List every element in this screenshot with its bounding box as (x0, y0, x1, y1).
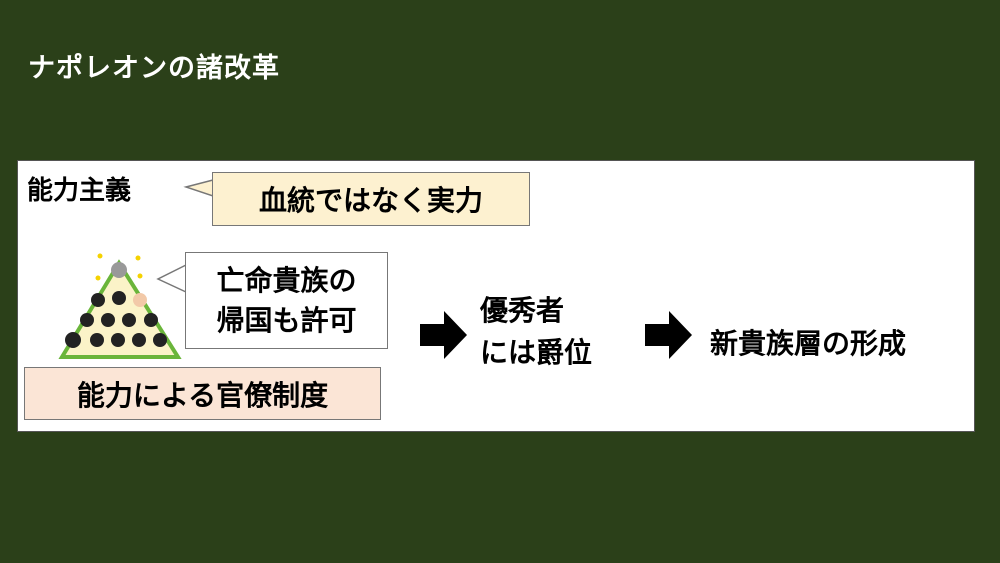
callout-pointer-2 (156, 263, 187, 294)
callout-bloodline: 血統ではなく実力 (212, 172, 530, 226)
merit-line2: には爵位 (480, 336, 593, 369)
merit-text: 優秀者 には爵位 (480, 290, 592, 374)
slide-title: ナポレオンの諸改革 (28, 53, 280, 84)
merit-line1: 優秀者 (480, 294, 565, 327)
result-text: 新貴族層の形成 (710, 327, 907, 360)
callout-emigres-line1: 亡命貴族の (216, 263, 357, 297)
arrow-right-icon (420, 311, 467, 359)
bureaucracy-box: 能力による官僚制度 (24, 367, 381, 420)
bureaucracy-text: 能力による官僚制度 (76, 378, 329, 412)
pyramid-people-illustration (58, 253, 182, 359)
callout-bloodline-text: 血統ではなく実力 (258, 184, 483, 217)
callout-pointer-1 (183, 179, 214, 198)
callout-emigres: 亡命貴族の 帰国も許可 (185, 252, 388, 349)
callout-emigres-line2: 帰国も許可 (216, 303, 357, 337)
heading-meritocracy: 能力主義 (27, 176, 132, 206)
arrow-right-icon (645, 311, 692, 359)
